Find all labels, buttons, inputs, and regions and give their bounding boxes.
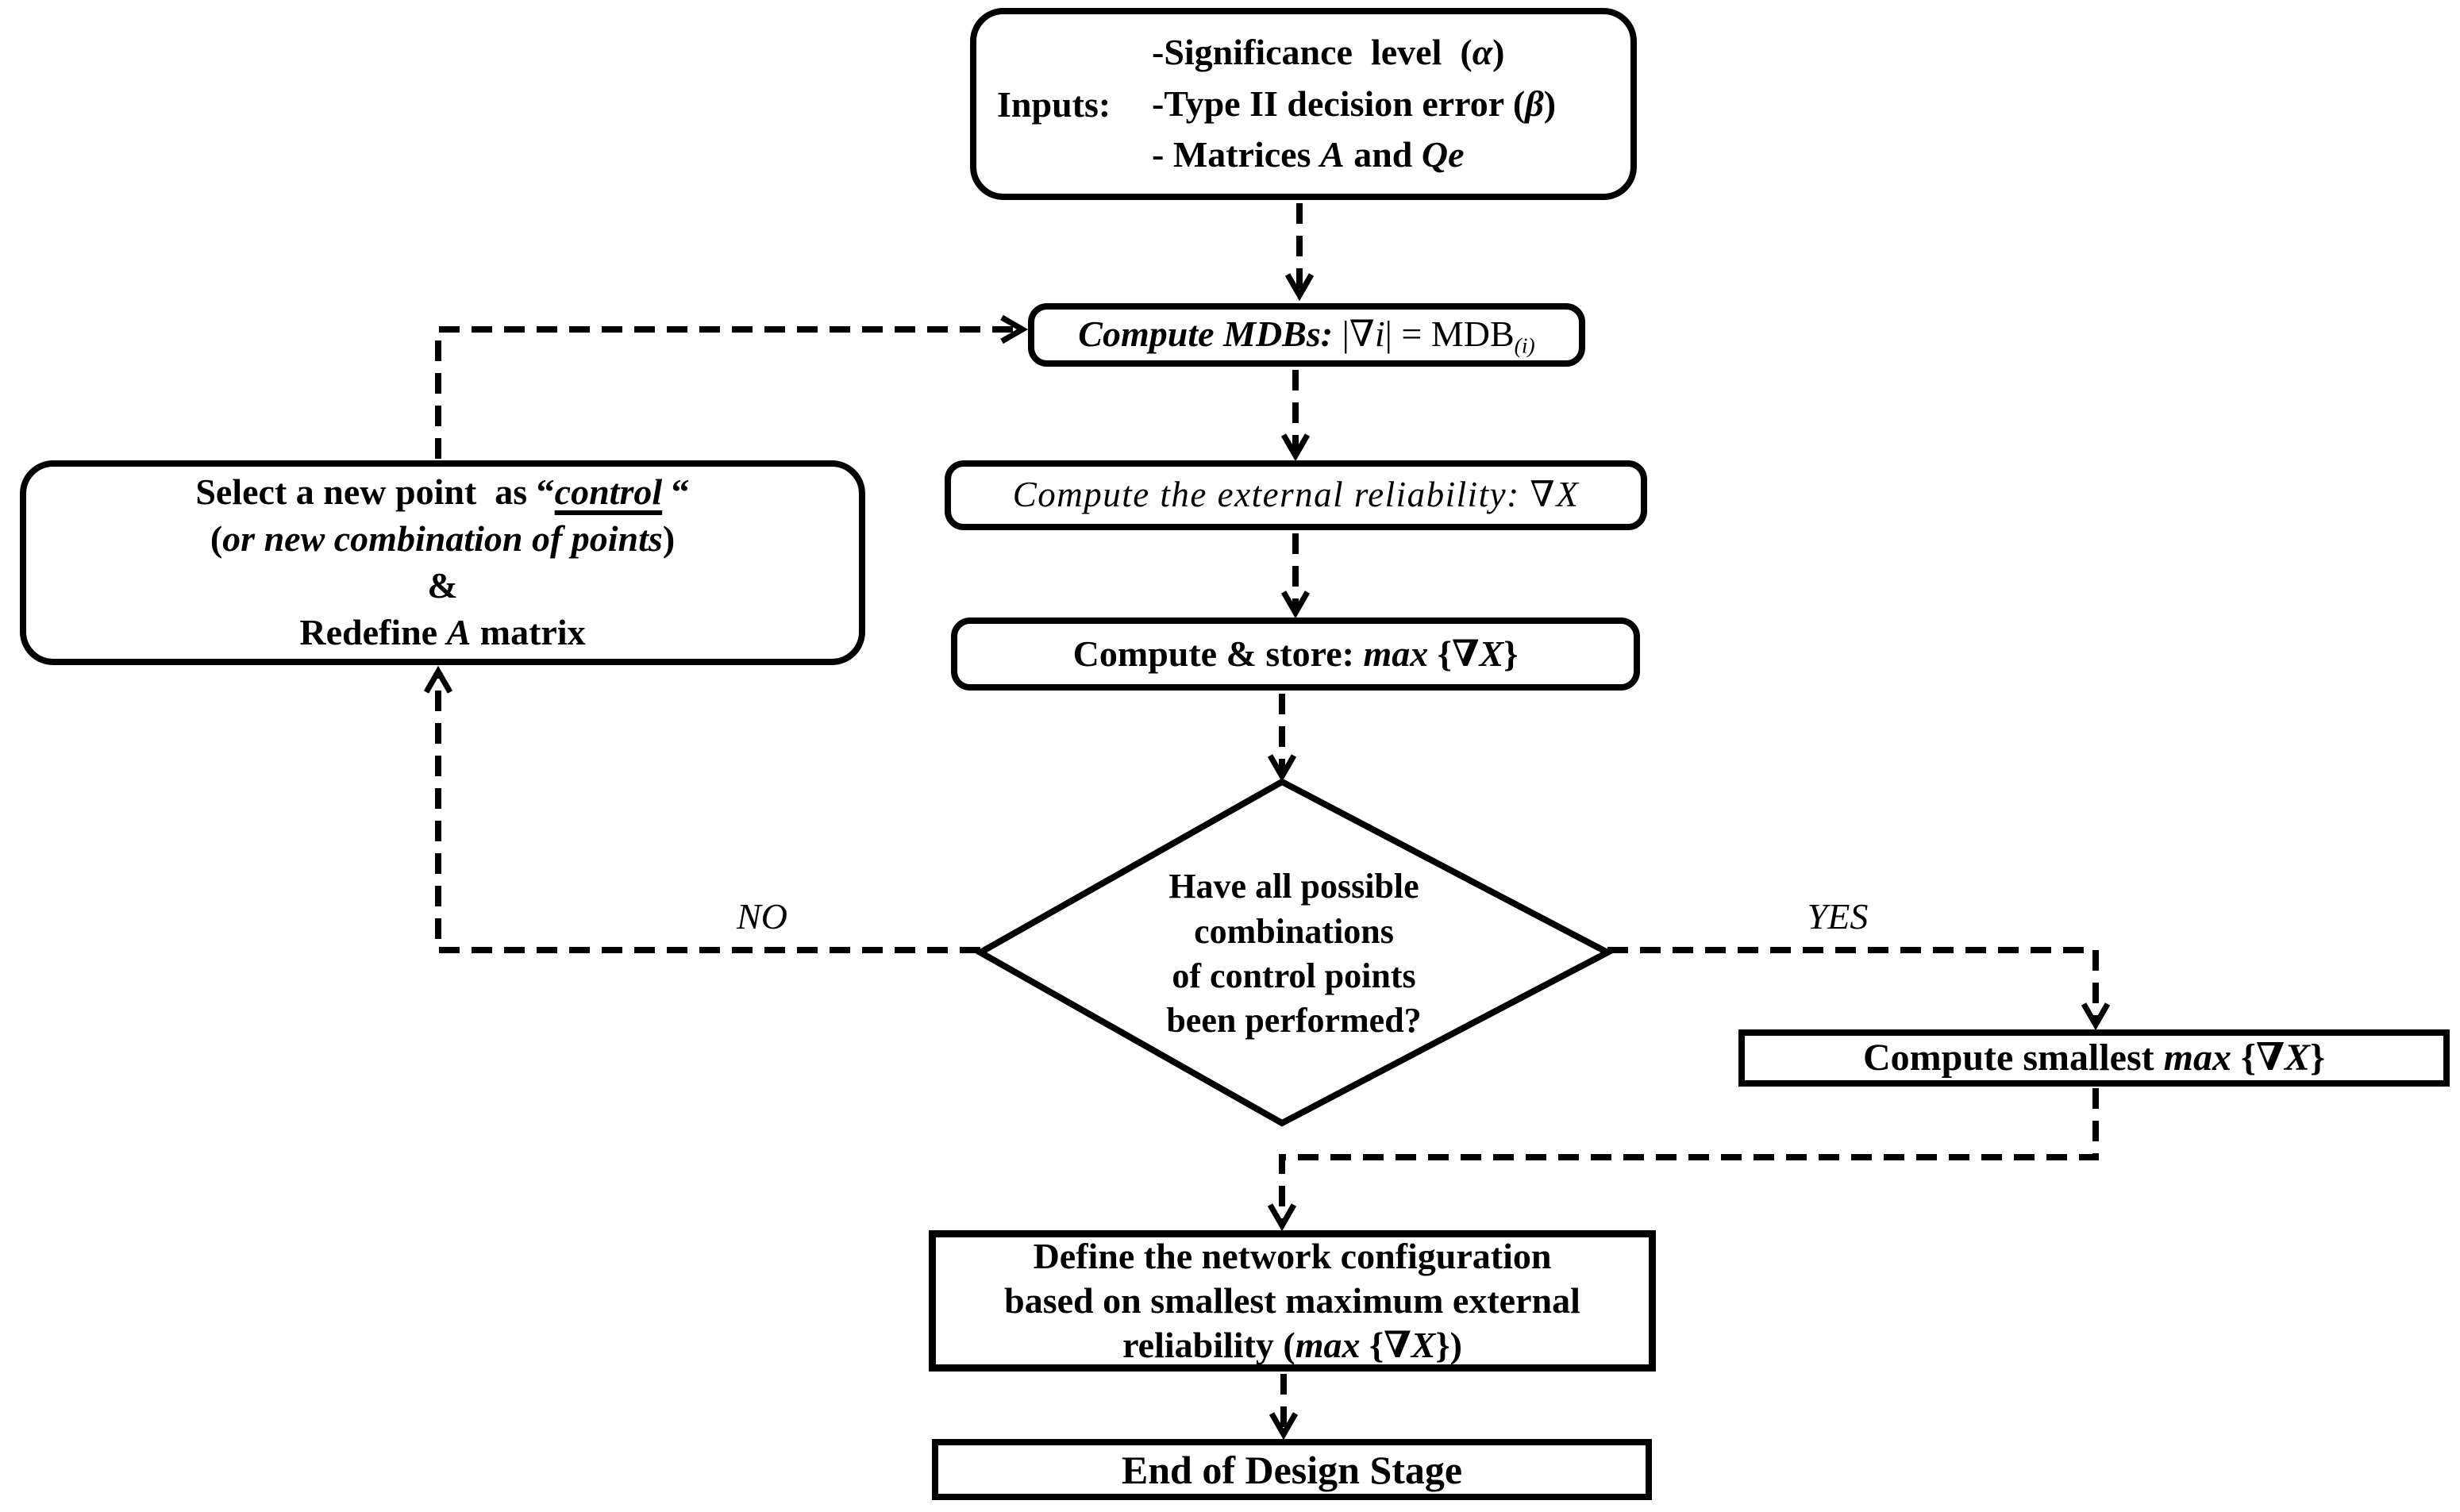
compute-mdbs-box: Compute MDBs: |∇i| = MDB(i) [1028, 303, 1585, 367]
select-line-1: Select a new point as “control “ [195, 471, 690, 513]
input-item-type2-error: -Type II decision error (β) [1152, 83, 1557, 124]
compute-external-reliability-box: Compute the external reliability: ∇X [945, 460, 1647, 530]
select-new-point-box: Select a new point as “control “ (or new… [20, 460, 865, 665]
select-line-3: & [427, 565, 458, 606]
define-line-2: based on smallest maximum external [1004, 1279, 1580, 1321]
decision-line-3: of control points [1172, 956, 1416, 995]
compute-smallest-text: Compute smallest max {∇X} [1863, 1037, 2325, 1079]
inputs-label: Inputs: [997, 83, 1111, 125]
decision-diamond [973, 778, 1615, 1127]
define-line-1: Define the network configuration [1033, 1235, 1552, 1276]
end-stage-text: End of Design Stage [1121, 1447, 1463, 1492]
select-line-4: Redefine A matrix [299, 611, 586, 652]
no-branch-label: NO [737, 896, 787, 937]
arrow-yes-to-smallest [1607, 947, 2111, 1031]
compute-store-text: Compute & store: max {∇X} [1072, 633, 1519, 674]
compute-mdbs-text: Compute MDBs: |∇i| = MDB(i) [1078, 313, 1535, 357]
arrow-select-to-mdbs [435, 314, 1029, 459]
decision-line-1: Have all possible [1168, 867, 1419, 906]
compute-store-box: Compute & store: max {∇X} [951, 617, 1640, 691]
input-item-significance: -Significance level (α) [1152, 32, 1505, 73]
define-line-3: reliability (max {∇X}) [1122, 1325, 1462, 1366]
decision-line-4: been performed? [1166, 1001, 1422, 1041]
arrow-no-to-select [423, 665, 980, 953]
inputs-items: -Significance level (α) -Type II decisio… [1152, 14, 1630, 194]
inputs-box: Inputs: -Significance level (α) -Type II… [970, 8, 1637, 200]
decision-diamond-text: Have all possible combinations of contro… [1068, 859, 1520, 1049]
select-line-2: (or new combination of points) [210, 518, 676, 560]
compute-smallest-box: Compute smallest max {∇X} [1738, 1029, 2450, 1087]
yes-branch-label: YES [1807, 896, 1869, 937]
arrow-smallest-to-define [1267, 1088, 2099, 1232]
define-network-box: Define the network configuration based o… [929, 1230, 1656, 1372]
decision-line-2: combinations [1194, 911, 1394, 951]
end-of-design-stage-box: End of Design Stage [932, 1439, 1652, 1500]
input-item-matrices: - Matrices A and Qe [1152, 133, 1465, 175]
compute-external-text: Compute the external reliability: ∇X [1012, 475, 1580, 515]
